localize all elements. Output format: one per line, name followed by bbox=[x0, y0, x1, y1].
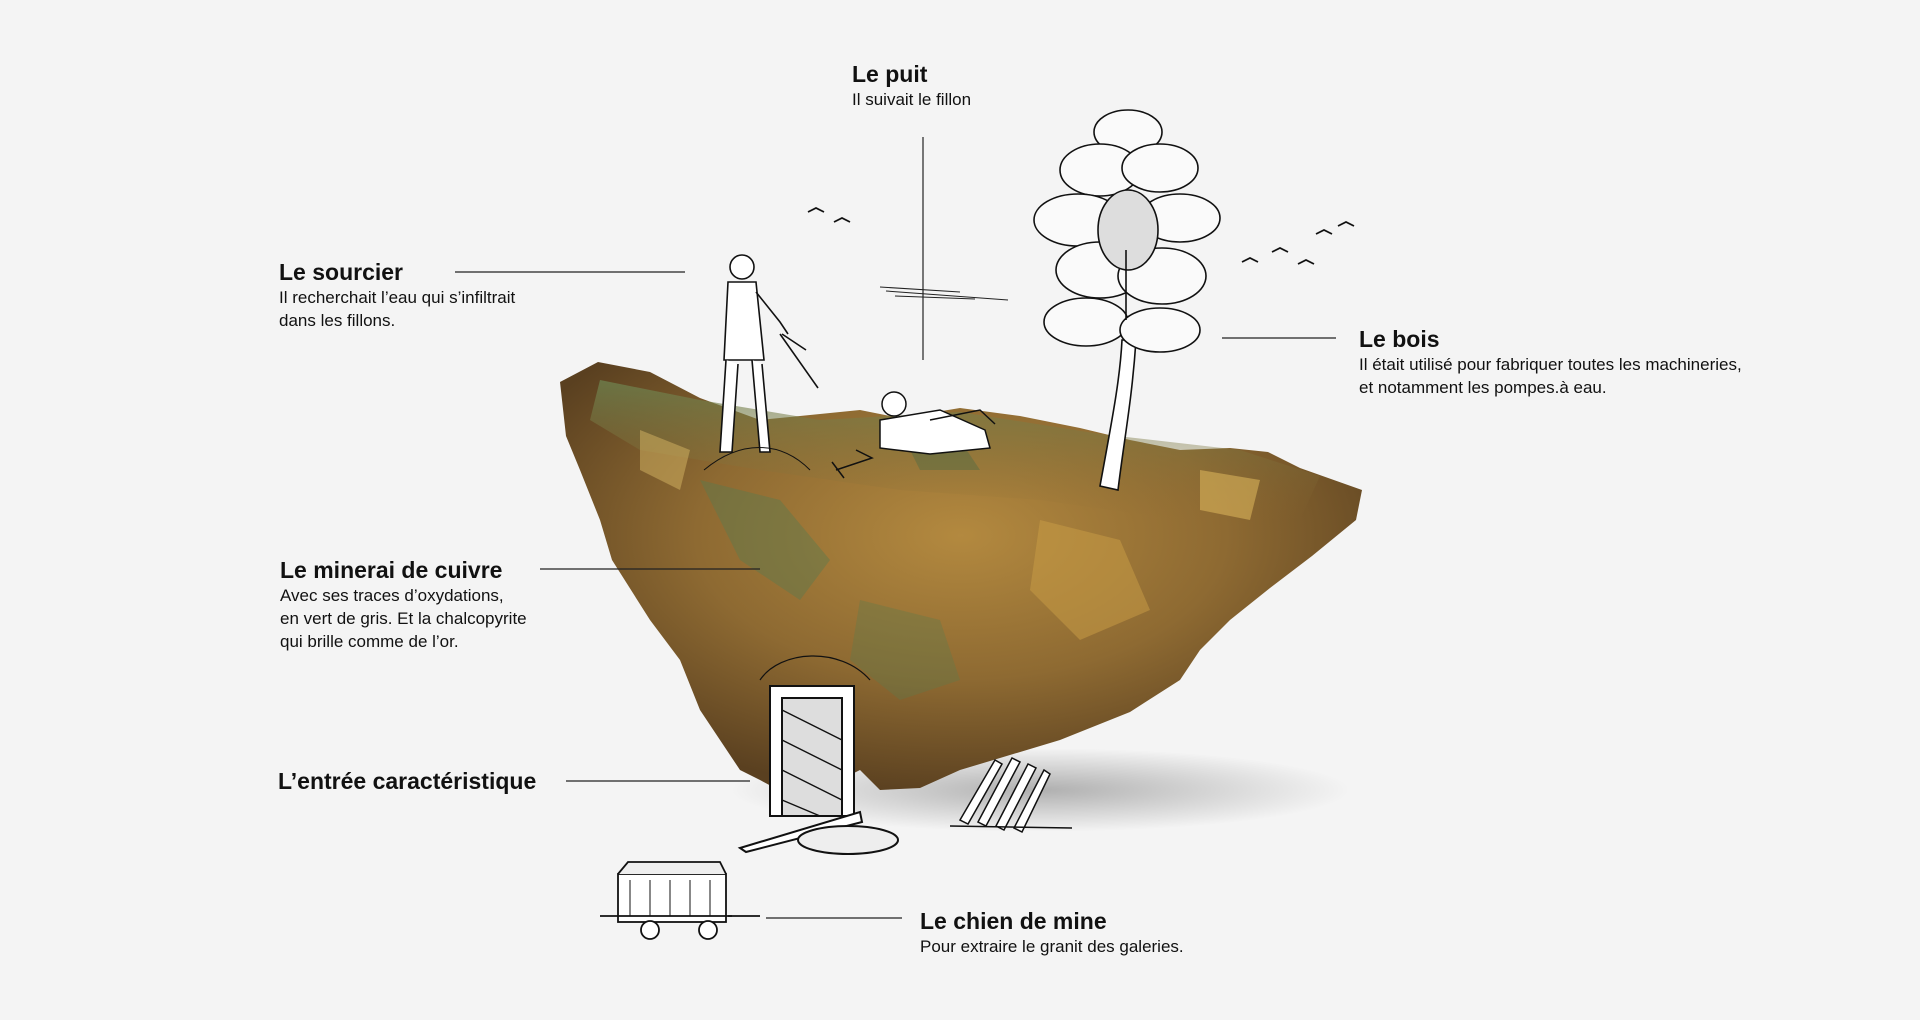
pointer-lines bbox=[455, 137, 1336, 919]
label-sourcier-title: Le sourcier bbox=[279, 259, 403, 285]
mine-entrance-icon bbox=[737, 655, 899, 855]
label-puit: Le puit Il suivait le fillon bbox=[852, 60, 971, 111]
label-minerai-desc: Avec ses traces d’oxydations, en vert de… bbox=[280, 586, 527, 651]
label-entree-title: L’entrée caractéristique bbox=[278, 768, 537, 794]
label-chien: Le chien de mine Pour extraire le granit… bbox=[920, 907, 1184, 958]
label-chien-title: Le chien de mine bbox=[920, 908, 1107, 934]
label-sourcier-desc: Il recherchait l’eau qui s’infiltrait da… bbox=[279, 288, 516, 330]
label-minerai: Le minerai de cuivre Avec ses traces d’o… bbox=[280, 556, 527, 653]
label-chien-desc: Pour extraire le granit des galeries. bbox=[920, 937, 1184, 956]
dowser-figure-icon bbox=[703, 254, 819, 471]
label-entree: L’entrée caractéristique bbox=[278, 767, 536, 795]
bird-icon bbox=[807, 206, 1355, 265]
miner-figure-icon bbox=[831, 391, 996, 479]
mine-cart-icon bbox=[600, 861, 760, 940]
label-bois-title: Le bois bbox=[1359, 326, 1440, 352]
label-bois-desc: Il était utilisé pour fabriquer toutes l… bbox=[1359, 355, 1742, 397]
label-minerai-title: Le minerai de cuivre bbox=[280, 557, 503, 583]
shaft-strata bbox=[879, 286, 1009, 301]
tree-icon bbox=[1033, 109, 1221, 491]
timber-pile-icon bbox=[949, 757, 1073, 834]
label-puit-title: Le puit bbox=[852, 61, 928, 87]
label-puit-desc: Il suivait le fillon bbox=[852, 90, 972, 109]
label-sourcier: Le sourcier Il recherchait l’eau qui s’i… bbox=[279, 258, 515, 332]
label-bois: Le bois Il était utilisé pour fabriquer … bbox=[1359, 325, 1742, 399]
